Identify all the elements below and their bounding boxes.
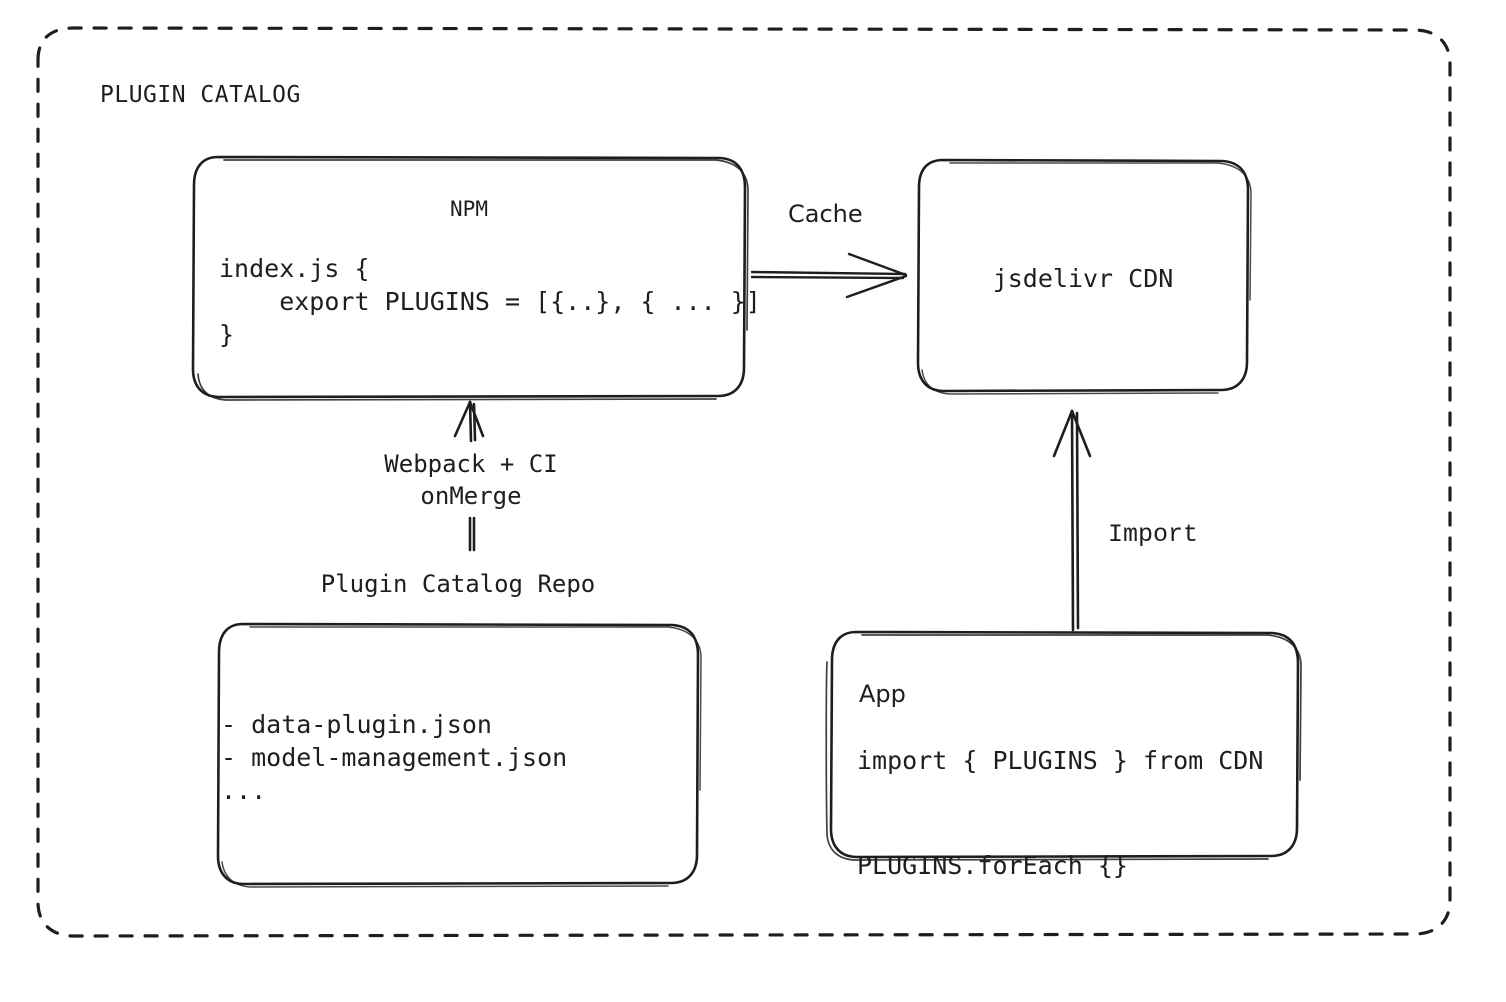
import-arrow (1052, 409, 1092, 632)
npm-node-code: index.js { export PLUGINS = [{..}, { ...… (219, 254, 761, 349)
webpack-edge-label: Webpack + CI onMerge (384, 450, 558, 511)
repo-node-items: - data-plugin.json - model-management.js… (221, 710, 568, 805)
cache-edge-label: Cache (788, 200, 863, 228)
app-node-title: App (859, 680, 906, 708)
cdn-node-title: jsdelivr CDN (992, 264, 1174, 293)
cache-arrow (750, 252, 908, 299)
group-title: PLUGIN CATALOG (100, 82, 301, 108)
repo-node-caption: Plugin Catalog Repo (320, 570, 596, 598)
app-node-code: import { PLUGINS } from CDN PLUGINS.forE… (857, 746, 1264, 880)
npm-node-title: NPM (450, 197, 488, 221)
import-edge-label: Import (1108, 520, 1199, 549)
